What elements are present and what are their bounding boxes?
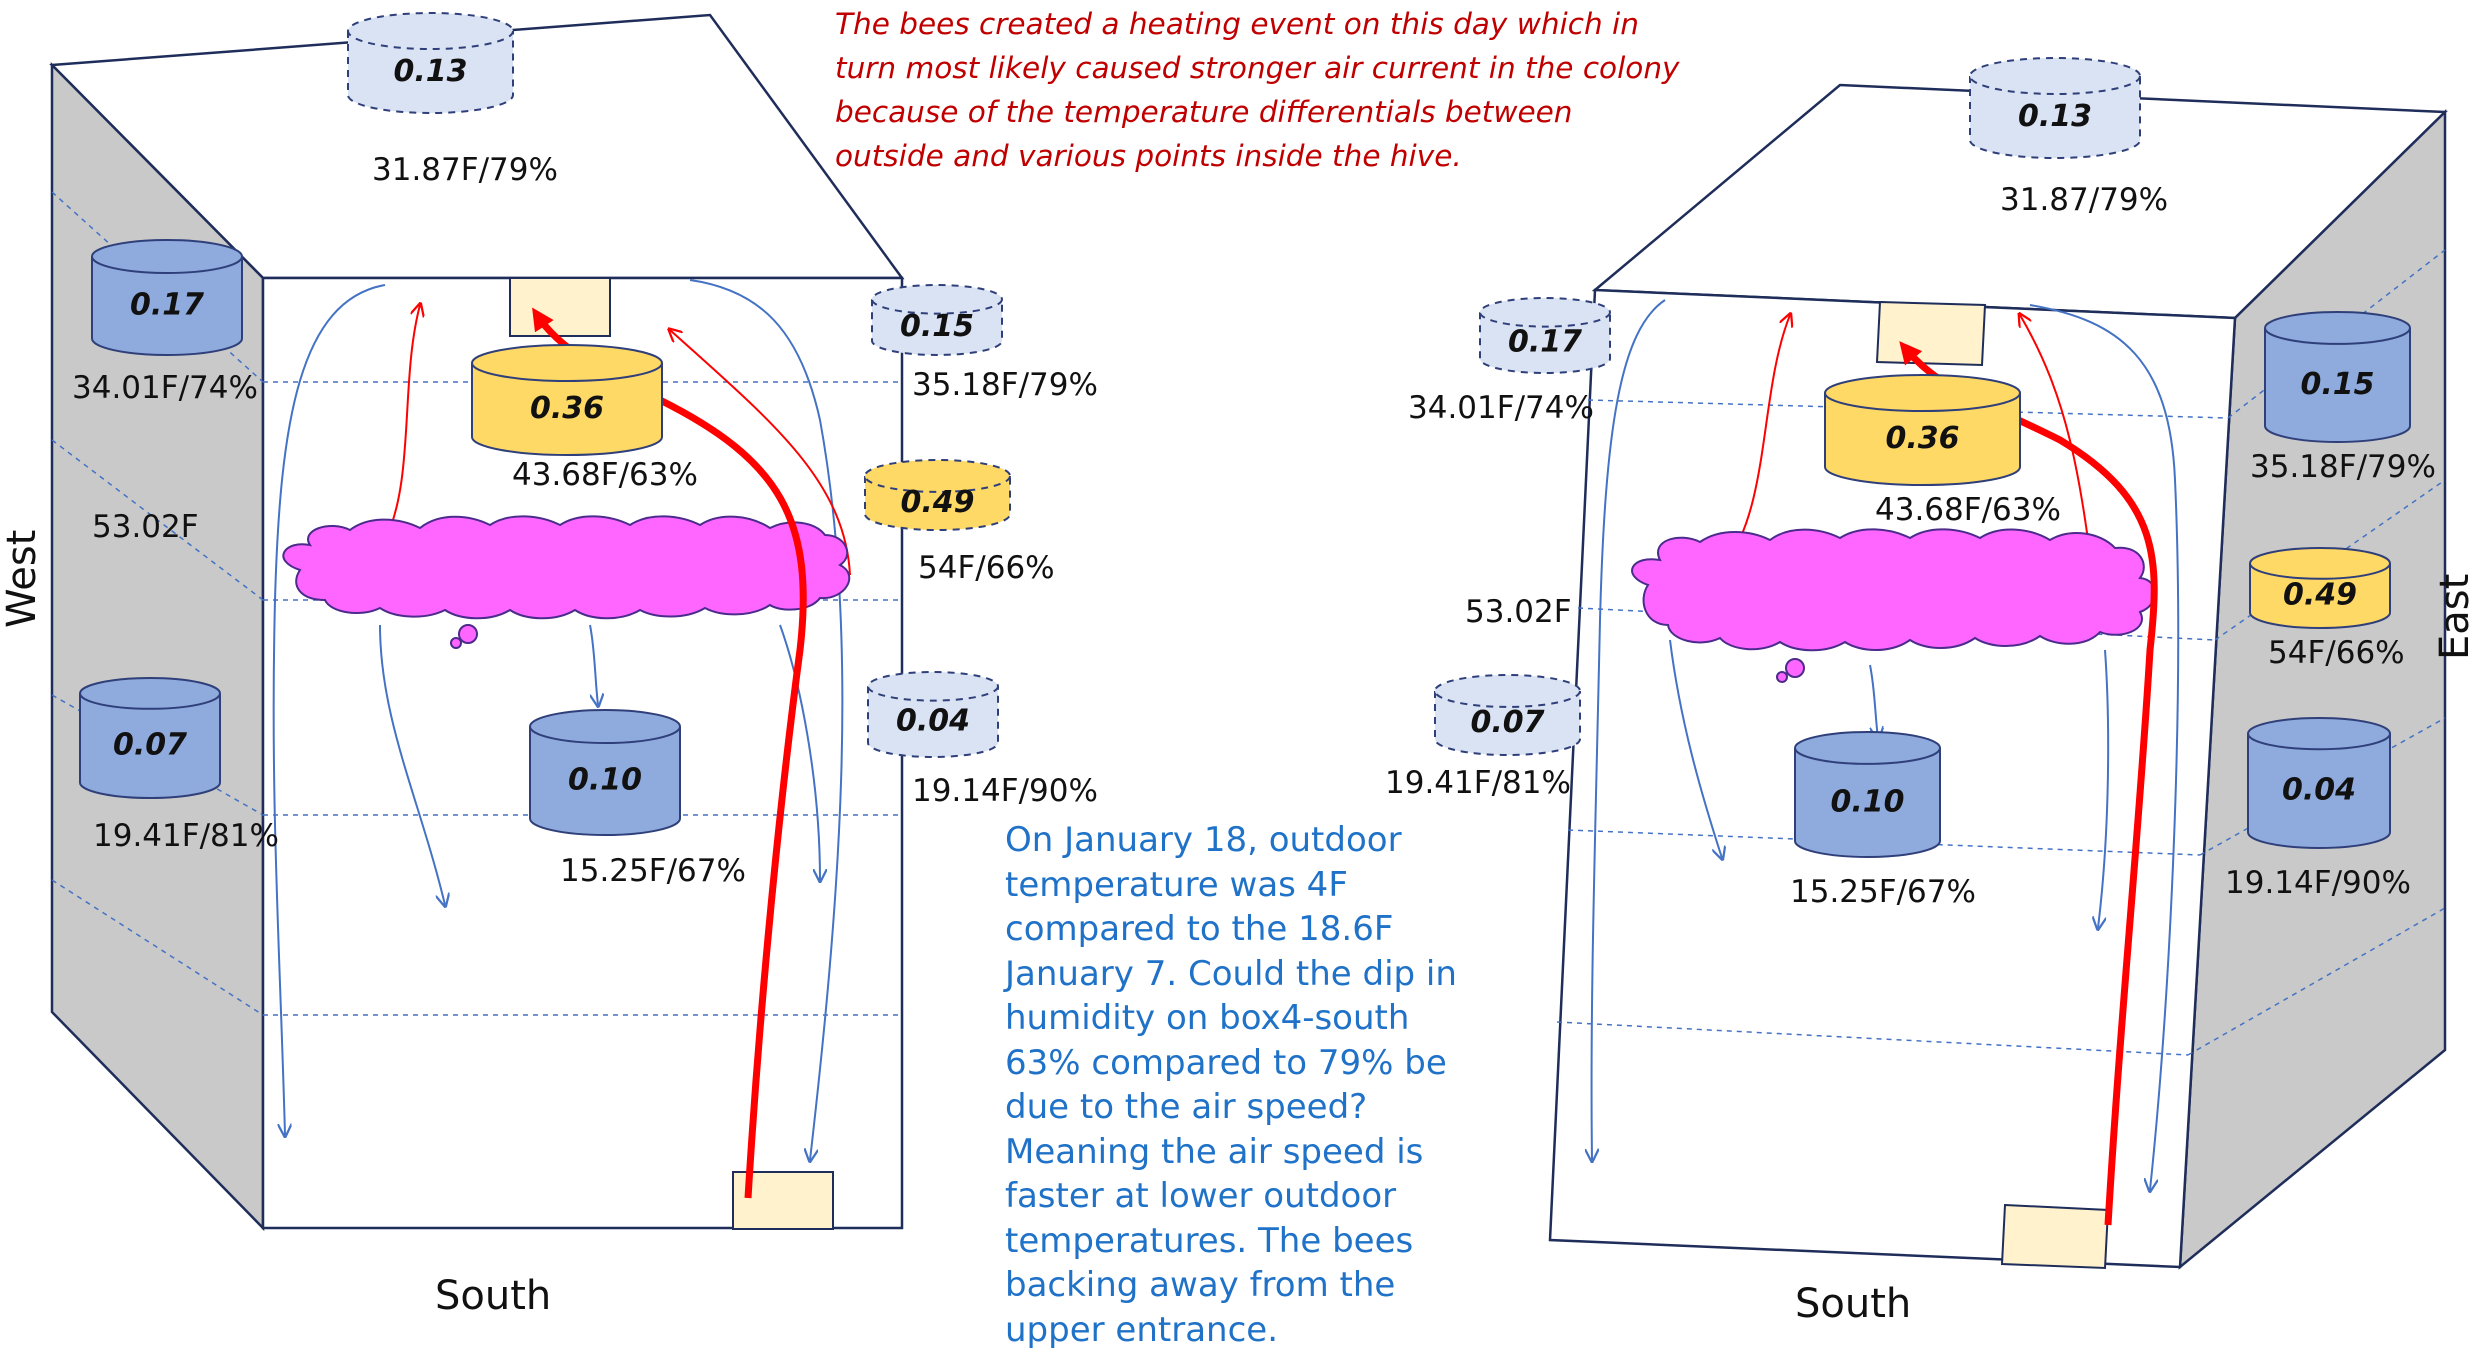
sensor-value: 0.10	[568, 763, 642, 798]
left-sensor-south-upper-cylinder: 0.36	[471, 344, 663, 456]
left-east-mid-reading: 54F/66%	[918, 550, 1055, 586]
right-east-lower-reading: 19.14F/90%	[2225, 865, 2411, 901]
east-label: East	[2432, 573, 2478, 660]
right-sensor-west-upper-cylinder: 0.17	[1479, 297, 1611, 374]
left-west-lower-reading: 19.41F/81%	[93, 818, 279, 854]
left-sensor-west-upper-cylinder: 0.17	[91, 239, 243, 356]
right-sensor-center-lower-cylinder: 0.10	[1794, 731, 1941, 858]
right-cluster-temp: 53.02F	[1465, 594, 1572, 630]
right-lower-entrance	[2000, 1203, 2110, 1270]
sensor-value: 0.36	[530, 391, 604, 426]
left-top-reading: 31.87F/79%	[372, 152, 558, 188]
right-center-lower-reading: 15.25F/67%	[1790, 874, 1976, 910]
sensor-value: 0.15	[2300, 367, 2374, 402]
sensor-value: 0.04	[896, 703, 970, 738]
right-hive-box	[1548, 83, 2448, 1270]
air-speed-question-note: On January 18, outdoor temperature was 4…	[1005, 820, 1457, 1350]
right-south-label: South	[1795, 1281, 1912, 1327]
right-south-upper-reading: 43.68F/63%	[1875, 492, 2061, 528]
sensor-value: 0.07	[1470, 705, 1544, 740]
left-hive-box	[49, 13, 905, 1232]
right-sensor-south-upper-cylinder: 0.36	[1824, 374, 2021, 486]
right-east-upper-reading: 35.18F/79%	[2250, 449, 2436, 485]
left-cluster-cloud	[282, 515, 851, 620]
left-sensor-west-lower-cylinder: 0.07	[79, 677, 221, 799]
left-cluster-temp: 53.02F	[92, 509, 199, 545]
right-west-lower-reading: 19.41F/81%	[1385, 765, 1571, 801]
right-sensor-top-cylinder: 0.13	[1969, 57, 2141, 159]
left-sensor-east-upper-cylinder: 0.15	[871, 284, 1003, 356]
heating-event-note: The bees created a heating event on this…	[835, 7, 1680, 173]
left-upper-entrance	[509, 277, 611, 337]
sensor-value: 0.13	[393, 54, 467, 89]
right-sensor-east-upper-cylinder: 0.15	[2264, 311, 2411, 443]
right-top-reading: 31.87/79%	[2000, 182, 2169, 218]
left-west-upper-reading: 34.01F/74%	[72, 370, 258, 406]
right-east-mid-reading: 54F/66%	[2268, 635, 2405, 671]
sensor-value: 0.15	[900, 309, 974, 344]
left-sensor-east-lower-cylinder: 0.04	[867, 671, 999, 758]
right-sensor-west-lower-cylinder: 0.07	[1434, 674, 1581, 756]
sensor-value: 0.07	[113, 727, 187, 762]
left-east-lower-reading: 19.14F/90%	[912, 773, 1098, 809]
left-sensor-east-mid-cylinder: 0.49	[864, 459, 1011, 531]
sensor-value: 0.17	[1508, 324, 1582, 359]
right-cluster-cloud	[1631, 528, 2156, 652]
sensor-value: 0.36	[1885, 421, 1959, 456]
sensor-value: 0.17	[130, 288, 204, 323]
right-upper-entrance	[1875, 300, 1987, 367]
left-south-upper-reading: 43.68F/63%	[512, 457, 698, 493]
sensor-value: 0.04	[2282, 773, 2356, 808]
sensor-value: 0.49	[2283, 577, 2357, 612]
left-sensor-top-cylinder: 0.13	[347, 12, 514, 114]
sensor-value: 0.49	[900, 485, 974, 520]
west-label: West	[0, 529, 45, 628]
left-east-upper-reading: 35.18F/79%	[912, 367, 1098, 403]
right-sensor-east-mid-cylinder: 0.49	[2249, 547, 2391, 629]
right-sensor-east-lower-cylinder: 0.04	[2247, 717, 2391, 849]
left-center-lower-reading: 15.25F/67%	[560, 853, 746, 889]
right-west-upper-reading: 34.01F/74%	[1408, 390, 1594, 426]
sensor-value: 0.10	[1830, 784, 1904, 819]
left-south-label: South	[435, 1273, 552, 1319]
left-sensor-center-lower-cylinder: 0.10	[529, 709, 681, 836]
sensor-value: 0.13	[2018, 99, 2092, 134]
